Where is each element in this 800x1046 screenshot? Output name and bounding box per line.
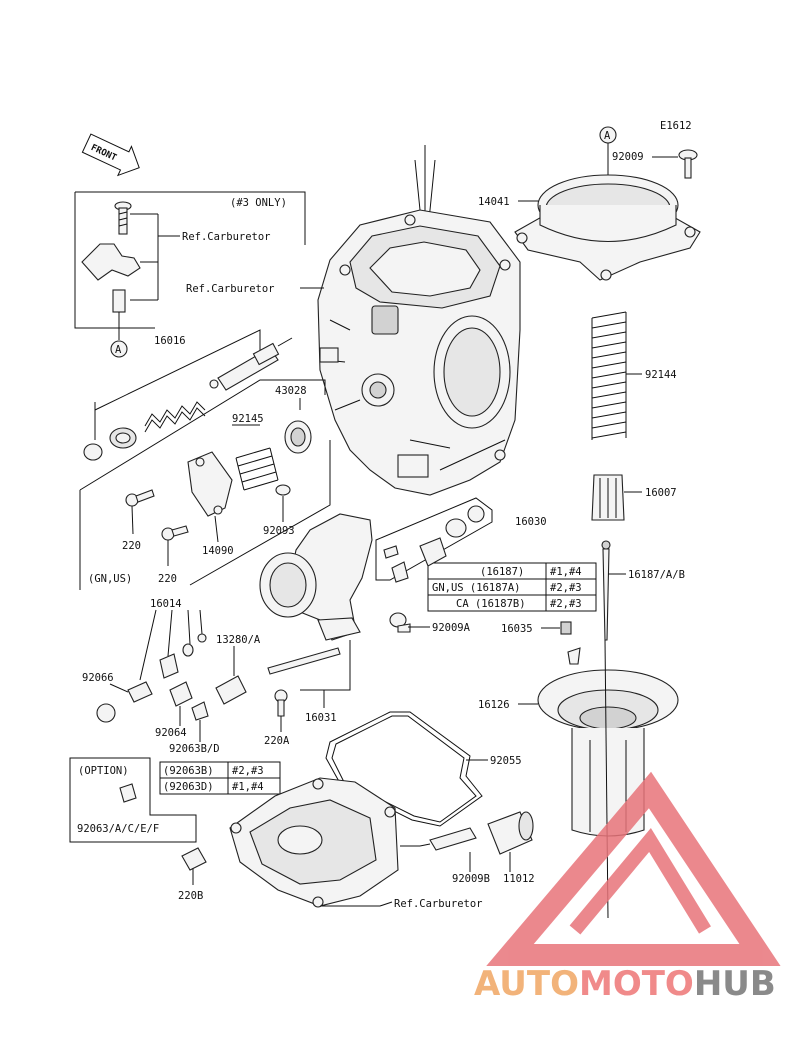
- screw-92009b-icon: [400, 827, 477, 851]
- top-screw-icon: [678, 149, 698, 179]
- front-arrow-icon: FRONT: [81, 133, 140, 177]
- part-92145: 92145: [232, 413, 264, 425]
- n3-only-group: (#3 ONLY) Ref.Carburetor A: [74, 191, 306, 358]
- collar-part-icon: [112, 289, 126, 313]
- part-92009a: 92009A: [432, 622, 471, 634]
- part-13280: 13280/A: [216, 634, 261, 646]
- part-220-2: 220: [158, 573, 177, 585]
- watermark-moto: MOTO: [579, 964, 694, 1004]
- spring-92145-icon: [235, 447, 279, 491]
- ref-a-left: A: [115, 344, 122, 356]
- screw-92009a-icon: [389, 612, 411, 633]
- cover-14090-icon: [187, 451, 233, 543]
- t16187-r0-cyl: #1,#4: [550, 566, 582, 578]
- screw-220-icon-1: [125, 489, 155, 535]
- part-43028: 43028: [275, 385, 307, 397]
- part-16031: 16031: [305, 712, 337, 724]
- option-group: (OPTION) 92063/A/C/E/F: [69, 757, 197, 843]
- pilot-screw-assembly-icon: [83, 337, 293, 461]
- float-bowl-icon: [229, 777, 399, 908]
- part-16126: 16126: [478, 699, 510, 711]
- t16187-r1-part: GN,US (16187A): [432, 582, 521, 594]
- watermark-hub: HUB: [694, 964, 776, 1004]
- watermark-text: AUTOMOTOHUB: [474, 964, 776, 1004]
- screw-220-icon-2: [161, 525, 189, 566]
- spring-92144-icon: [591, 311, 627, 440]
- t92063-r0-part: (92063B): [163, 765, 214, 777]
- part-16014: 16014: [150, 598, 182, 610]
- screw-220a-icon: [274, 689, 288, 717]
- gn-us-label: (GN,US): [88, 573, 132, 585]
- carburetor-body-icon: [317, 145, 521, 496]
- float-valve-group: [375, 497, 493, 583]
- watermark-auto: AUTO: [474, 964, 579, 1004]
- jet-parts-icon: [127, 633, 247, 721]
- oring-92093-icon: [275, 484, 291, 496]
- diaphragm-43028-icon: [284, 420, 312, 454]
- part-92093: 92093: [263, 525, 295, 537]
- part-220a: 220A: [264, 735, 290, 747]
- n3-only-label: (#3 ONLY): [230, 197, 287, 209]
- part-92009b: 92009B: [452, 873, 490, 885]
- t16187-r1-cyl: #2,#3: [550, 582, 582, 594]
- table-16187: (16187) #1,#4 GN,US (16187A) #2,#3 CA (1…: [427, 562, 597, 612]
- ref-a-right: A: [604, 130, 611, 142]
- diagram-code: E1612: [660, 120, 692, 132]
- part-14041: 14041: [478, 196, 510, 208]
- part-92144: 92144: [645, 369, 677, 381]
- drain-screw-220b-icon: [181, 847, 207, 885]
- part-16187ab: 16187/A/B: [628, 569, 685, 581]
- option-label: (OPTION): [78, 765, 129, 777]
- t16187-r2-cyl: #2,#3: [550, 598, 582, 610]
- diaphragm-slide-icon: [537, 639, 679, 919]
- ref-carburetor-label-2: Ref.Carburetor: [186, 283, 275, 295]
- part-14090: 14090: [202, 545, 234, 557]
- part-16030: 16030: [515, 516, 547, 528]
- bracket-plate-icon: [81, 243, 141, 281]
- part-16035-icon: [560, 621, 572, 635]
- top-cover-icon: [514, 174, 701, 281]
- part-92063bd: 92063B/D: [169, 743, 220, 755]
- part-92066: 92066: [82, 672, 114, 684]
- t92063-r1-cyl: #1,#4: [232, 781, 264, 793]
- ref-carburetor-label-3: Ref.Carburetor: [394, 898, 483, 910]
- part-92009: 92009: [612, 151, 644, 163]
- jet-needle-icon: [601, 540, 611, 641]
- t16187-r2-part: CA (16187B): [456, 598, 526, 610]
- ref-carburetor-label-1: Ref.Carburetor: [182, 231, 271, 243]
- part-220b: 220B: [178, 890, 203, 902]
- t92063-r0-cyl: #2,#3: [232, 765, 264, 777]
- part-16007: 16007: [645, 487, 677, 499]
- part-220-1: 220: [122, 540, 141, 552]
- t92063-r1-part: (92063D): [163, 781, 214, 793]
- ref-a-left-icon: [110, 340, 128, 358]
- part-92063acef: 92063/A/C/E/F: [77, 823, 159, 835]
- table-92063: (92063B) #2,#3 (92063D) #1,#4: [159, 761, 281, 795]
- ball-92066-icon: [96, 703, 116, 723]
- part-92055: 92055: [490, 755, 522, 767]
- needle-holder-16007-icon: [591, 474, 625, 521]
- automotohub-logo-icon: [486, 771, 781, 966]
- part-11012: 11012: [503, 873, 535, 885]
- part-16016: 16016: [154, 335, 186, 347]
- cap-11012-icon: [487, 811, 534, 855]
- float-16031-icon: [259, 513, 373, 675]
- t16187-r0-part: (16187): [480, 566, 524, 578]
- part-92064: 92064: [155, 727, 187, 739]
- bolt-part-icon: [114, 201, 132, 235]
- part-16035: 16035: [501, 623, 533, 635]
